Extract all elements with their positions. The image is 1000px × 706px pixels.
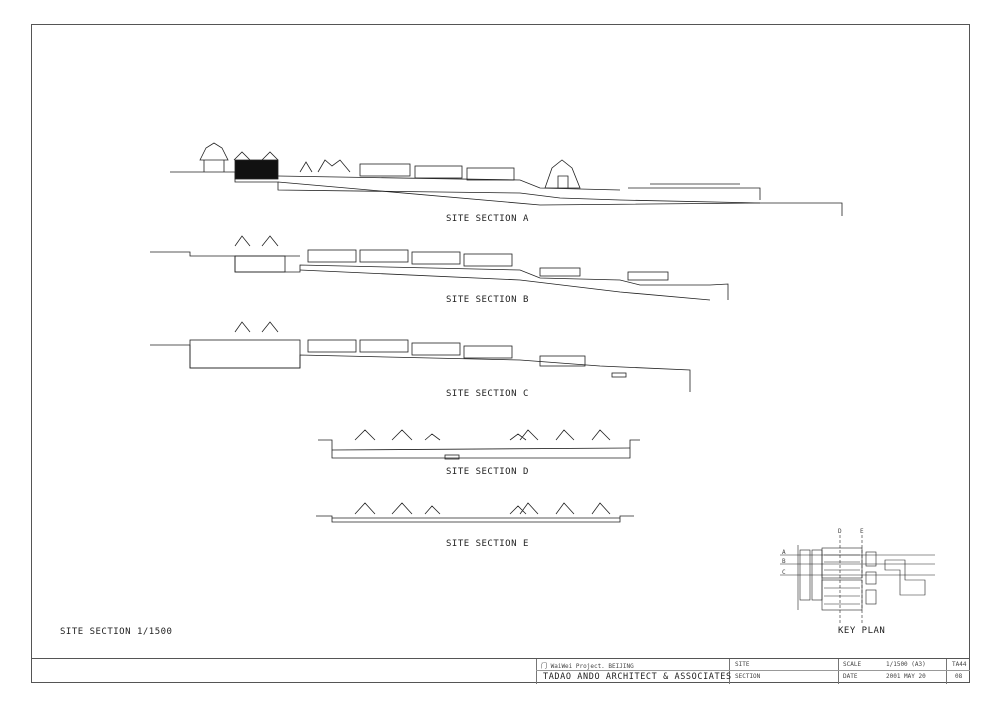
drawing-label-section: SECTION bbox=[735, 673, 761, 680]
sheet-title: SITE SECTION 1/1500 bbox=[60, 627, 173, 637]
key-plan-marker-e: E bbox=[860, 528, 864, 535]
scale-label: SCALE bbox=[843, 661, 862, 668]
scale-value: 1/1500 (A3) bbox=[886, 661, 926, 668]
section-b-label: SITE SECTION B bbox=[446, 295, 529, 305]
project-name: 门 WaiWei Project. BEIJING bbox=[541, 663, 634, 670]
title-block: 门 WaiWei Project. BEIJING TADAO ANDO ARC… bbox=[31, 658, 970, 684]
section-b-drawing bbox=[150, 235, 729, 301]
section-e-drawing bbox=[316, 502, 634, 523]
section-c-label: SITE SECTION C bbox=[446, 389, 529, 399]
section-c-drawing bbox=[150, 321, 691, 392]
key-plan-marker-a: A bbox=[782, 549, 786, 556]
sheet-number: 08 bbox=[955, 673, 963, 680]
section-d-drawing bbox=[318, 429, 640, 460]
key-plan-marker-d: D bbox=[838, 528, 842, 535]
date-label: DATE bbox=[843, 673, 858, 680]
section-a-drawing bbox=[170, 142, 843, 216]
key-plan-marker-b: B bbox=[782, 558, 786, 565]
drawing-label-site: SITE bbox=[735, 661, 750, 668]
key-plan-drawing bbox=[780, 535, 935, 625]
key-plan-label: KEY PLAN bbox=[838, 626, 886, 636]
section-d-label: SITE SECTION D bbox=[446, 467, 529, 477]
sheet-code: TA44 bbox=[952, 661, 967, 668]
date-value: 2001 MAY 20 bbox=[886, 673, 926, 680]
key-plan-marker-c: C bbox=[782, 569, 786, 576]
firm-name: TADAO ANDO ARCHITECT & ASSOCIATES bbox=[543, 672, 732, 682]
drawing-sheet bbox=[31, 24, 970, 683]
section-a-label: SITE SECTION A bbox=[446, 214, 529, 224]
section-e-label: SITE SECTION E bbox=[446, 539, 529, 549]
